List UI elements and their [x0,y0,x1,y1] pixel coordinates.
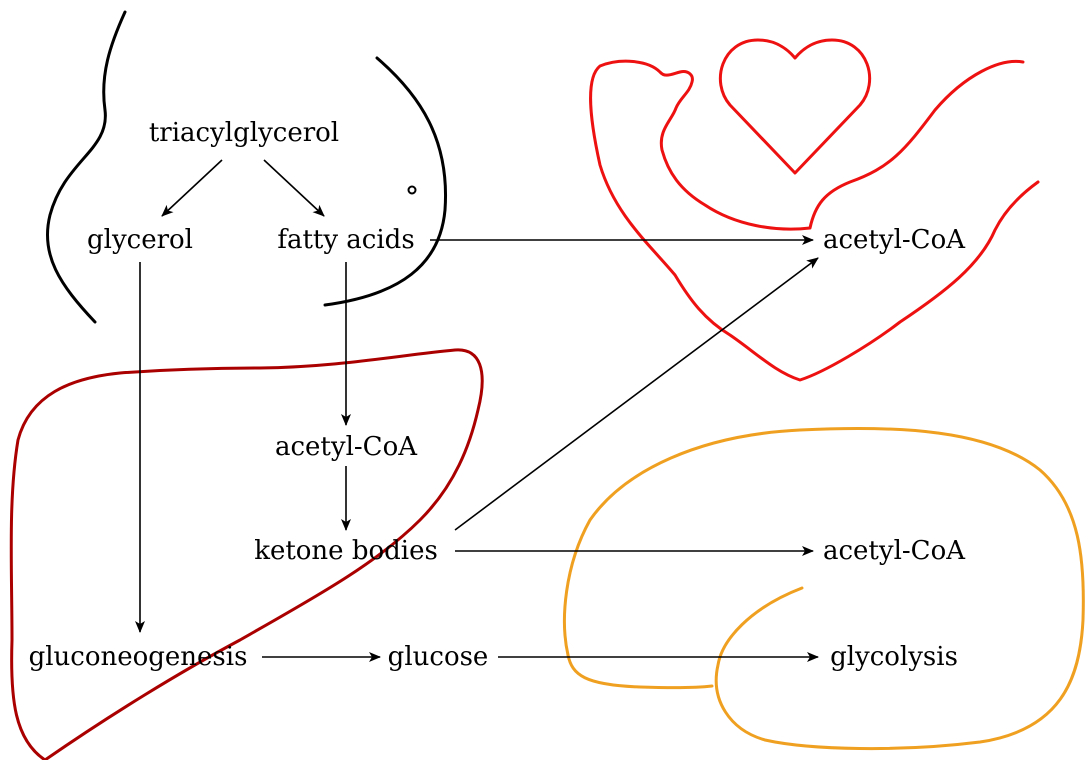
label-glucose: glucose [388,642,489,672]
heart-outline [718,38,872,175]
label-glycolysis: glycolysis [830,642,958,672]
heart-outline-path [718,38,872,175]
label-triacylglycerol: triacylglycerol [149,118,339,148]
brain-inner-path [566,653,714,690]
adipose-tissue-outline [45,10,448,324]
liver-outline-path [9,348,484,760]
adipose-small-circle [407,185,417,195]
brain-outer-path [563,426,1085,751]
arrow-ketone-bodies-to-muscle-acetyl-coa [454,257,819,531]
label-ketone-bodies: ketone bodies [254,536,438,566]
liver-outline [9,348,484,760]
label-gluconeogenesis: gluconeogenesis [29,642,248,672]
adipose-left-curve [45,10,127,324]
pathway-arrows [135,159,819,662]
label-acetyl-coa-brain: acetyl-CoA [823,536,966,566]
label-fatty-acids: fatty acids [277,225,414,255]
brain-outline [563,426,1085,751]
arrow-tag-to-glycerol [161,159,223,217]
adipose-right-curve [323,56,448,307]
flexed-arm-outline [589,59,1040,382]
arm-outline-path [589,59,1040,382]
pathway-labels: triacylglycerol glycerol fatty acids ace… [29,118,967,672]
label-glycerol: glycerol [87,225,193,255]
arrow-tag-to-fatty-acids [263,159,325,217]
label-acetyl-coa-liver: acetyl-CoA [275,432,418,462]
label-acetyl-coa-muscle: acetyl-CoA [823,225,966,255]
